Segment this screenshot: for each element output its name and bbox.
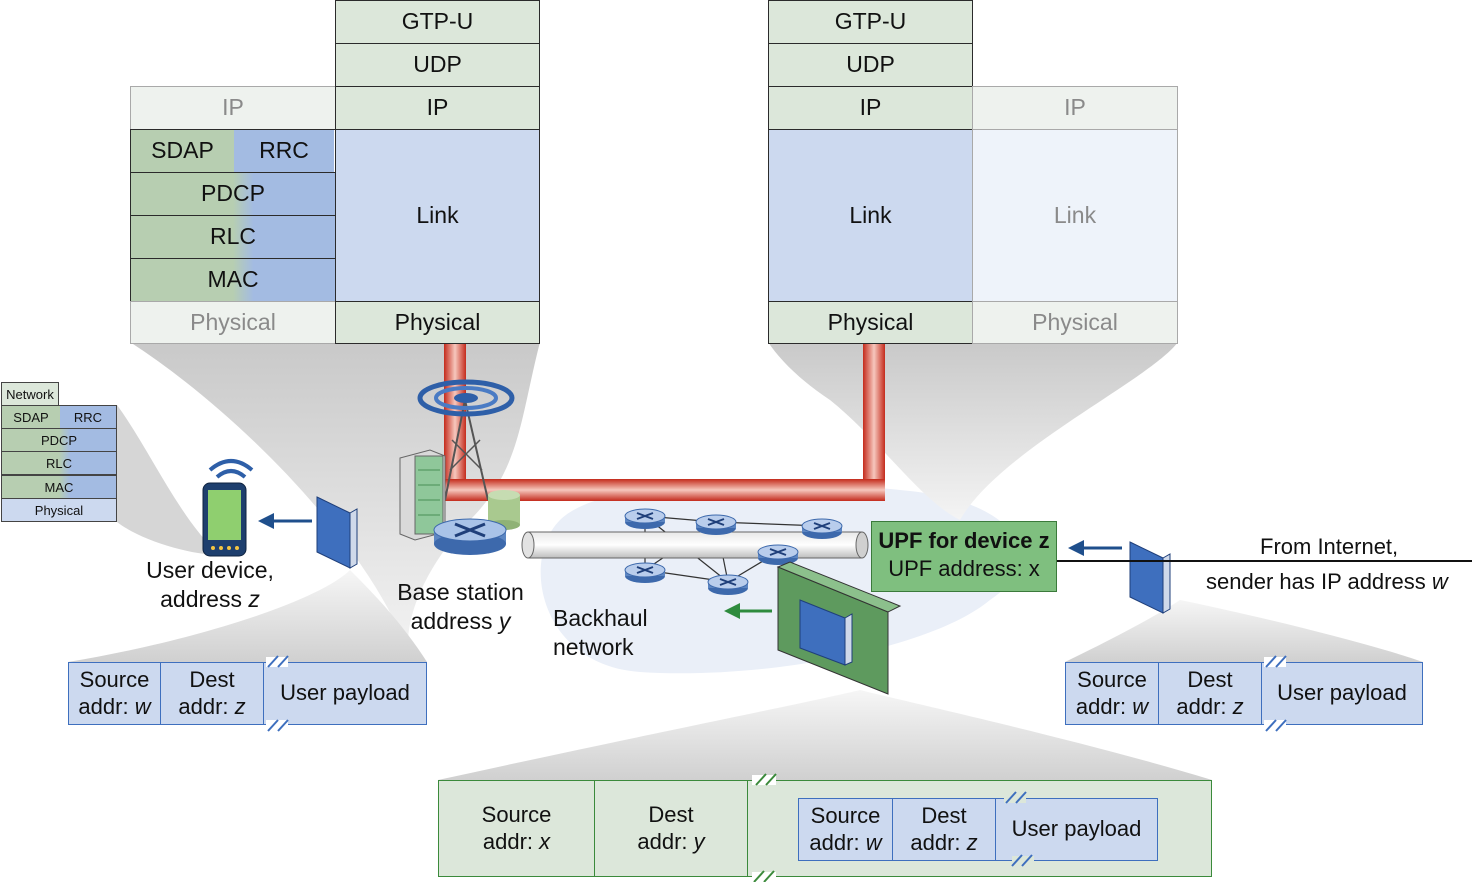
phone-icon	[202, 459, 254, 557]
bs-fan	[130, 342, 540, 660]
upf-ip-layer: IP	[768, 86, 973, 130]
upf-gtpu-layer: GTP-U	[768, 0, 973, 44]
left-packet-payload: User payload	[263, 662, 427, 725]
tunnel-horizontal	[444, 479, 885, 501]
internet-label-line1: From Internet,	[1260, 534, 1399, 559]
base-station-antenna-icon	[417, 379, 515, 501]
right-packet-payload: User payload	[1261, 662, 1423, 725]
tunnel-inner-payload: User payload	[995, 798, 1158, 861]
upf-title: UPF for device z	[878, 528, 1050, 553]
user-device-label-line2: address z	[160, 585, 260, 612]
tunnel-vertical-right	[863, 343, 885, 499]
device-physical-layer: Physical	[1, 498, 117, 522]
device-sdap-layer: SDAP	[2, 406, 60, 428]
device-mac-layer: MAC	[1, 475, 117, 499]
right-datagram-icon	[1129, 541, 1171, 614]
bs-sdap-rrc-layer: SDAP RRC	[130, 129, 336, 173]
encapsulated-packet-icon	[776, 561, 902, 695]
upf-link-layer: Link	[768, 129, 973, 302]
device-sdap-rrc-layer: SDAP RRC	[1, 405, 117, 429]
left-datagram-icon	[316, 496, 358, 569]
arrow-left-icon	[258, 513, 312, 529]
device-fan	[117, 405, 220, 555]
device-rrc-layer: RRC	[60, 406, 116, 428]
tunnel-packet-fan	[438, 690, 1212, 780]
backhaul-label-line2: network	[553, 633, 634, 660]
base-station-label-line2: address y	[410, 607, 511, 634]
bs-gtpu-layer: GTP-U	[335, 0, 540, 44]
right-packet-fan	[1065, 600, 1423, 662]
upf-link-faded-layer: Link	[972, 129, 1178, 302]
device-pdcp-layer: PDCP	[1, 428, 117, 452]
bs-udp-layer: UDP	[335, 43, 540, 87]
upf-box: UPF for device z UPF address: x	[871, 521, 1057, 592]
bs-physical-faded-layer: Physical	[130, 301, 336, 344]
bs-ip-layer: IP	[335, 86, 540, 130]
backhaul-router-icons	[624, 508, 843, 595]
upf-address: UPF address: x	[888, 556, 1040, 581]
bs-link-layer: Link	[335, 129, 540, 302]
bs-mac-layer: MAC	[130, 258, 336, 302]
user-device-label-line1: User device,	[146, 557, 274, 583]
upf-physical-layer: Physical	[768, 301, 973, 344]
bs-pdcp-layer: PDCP	[130, 172, 336, 216]
bs-ip-faded-layer: IP	[130, 86, 336, 130]
bs-rrc-layer: RRC	[234, 130, 334, 172]
backhaul-label: Backhaul network	[553, 604, 648, 662]
tunnel-vertical-left	[444, 343, 466, 499]
user-device-label: User device, address z	[140, 556, 280, 614]
arrow-backhaul-icon	[724, 603, 772, 619]
arrow-upf-icon	[1068, 540, 1122, 556]
base-station-router-icon	[433, 518, 507, 555]
bs-rlc-layer: RLC	[130, 215, 336, 259]
upf-udp-layer: UDP	[768, 43, 973, 87]
base-station-label-line1: Base station	[397, 579, 524, 605]
base-station-label: Base station address y	[388, 578, 533, 636]
left-packet-fan	[68, 570, 427, 662]
bs-sdap-layer: SDAP	[131, 130, 234, 172]
device-rlc-layer: RLC	[1, 451, 117, 475]
upf-physical-faded-layer: Physical	[972, 301, 1178, 344]
upf-ip-faded-layer: IP	[972, 86, 1178, 130]
internet-label-line2: sender has IP address w	[1206, 569, 1448, 594]
bs-physical-layer: Physical	[335, 301, 540, 344]
device-network-layer: Network	[1, 382, 59, 406]
backhaul-label-line1: Backhaul	[553, 605, 648, 631]
